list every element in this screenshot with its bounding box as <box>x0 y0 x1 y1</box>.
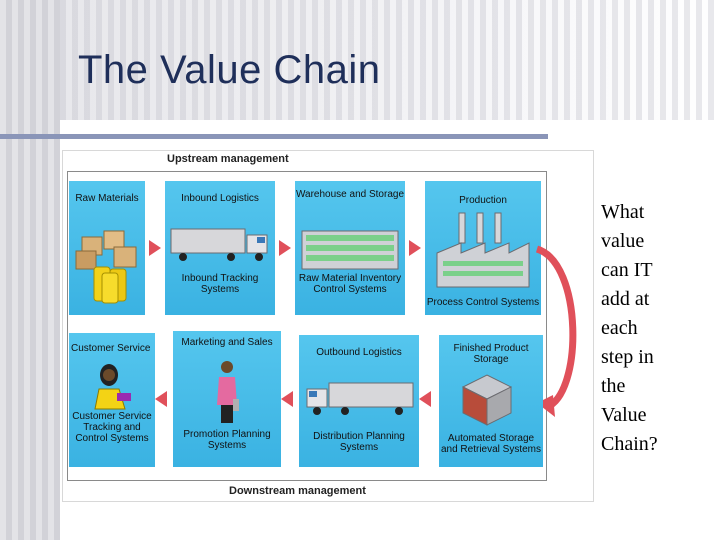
flow-arrow <box>281 391 293 407</box>
saleswoman-icon <box>217 361 239 423</box>
panel-label: Inbound Logistics <box>181 193 259 204</box>
panel-raw-materials: Raw Materials <box>69 181 145 315</box>
question-line: step in <box>601 346 654 368</box>
slide-title: The Value Chain <box>78 48 381 92</box>
panel-outbound-logistics: Outbound Logistics Distribution Planning… <box>299 335 419 467</box>
downstream-management-label: Downstream management <box>225 485 370 497</box>
panel-label: Production <box>459 195 507 206</box>
background-stripes <box>0 0 60 540</box>
truck-icon <box>170 228 268 261</box>
panel-label: Finished Product Storage <box>453 343 529 365</box>
question-line: Value <box>601 404 647 426</box>
panel-finished-product-storage: Finished Product Storage Automated Stora… <box>439 335 543 467</box>
panel-warehouse-and-storage: Warehouse and Storage Raw Material Inven… <box>295 181 405 315</box>
boxes-and-barrels-icon <box>75 230 137 304</box>
panel-production: Production <box>425 181 541 315</box>
flow-arrow <box>409 240 421 256</box>
question-line: each <box>601 317 638 339</box>
background-top-band <box>0 0 720 120</box>
panel-inbound-logistics: Inbound Logistics Inbound Tracking Syste… <box>165 181 275 315</box>
panel-sublabel: Promotion Planning Systems <box>183 429 271 451</box>
panel-label: Customer Service <box>71 343 151 354</box>
question-line: Chain? <box>601 433 658 455</box>
panel-sublabel: Inbound Tracking Systems <box>181 273 259 295</box>
panel-label: Marketing and Sales <box>181 337 273 348</box>
truck-icon <box>306 382 414 415</box>
panel-customer-service: Customer Service Customer Service Tracki… <box>69 333 155 467</box>
panel-label: Raw Materials <box>75 193 139 204</box>
question-line: the <box>601 375 626 397</box>
customer-service-agent-icon <box>94 364 131 410</box>
figure-frame <box>67 171 547 481</box>
question-line: What <box>601 201 645 223</box>
flow-arrow <box>149 240 161 256</box>
flow-arrow <box>279 240 291 256</box>
flow-arrow <box>419 391 431 407</box>
side-question: What value can IT add at each step in th… <box>601 198 711 459</box>
panel-sublabel: Raw Material Inventory Control Systems <box>298 273 402 295</box>
panel-sublabel: Distribution Planning Systems <box>313 431 405 453</box>
question-line: value <box>601 230 645 252</box>
flow-arrow <box>155 391 167 407</box>
panel-sublabel: Automated Storage and Retrieval Systems <box>440 433 542 455</box>
storage-unit-icon <box>461 374 513 426</box>
warehouse-icon <box>301 230 399 270</box>
title-underline <box>0 134 548 139</box>
question-line: add at <box>601 288 650 310</box>
panel-sublabel: Customer Service Tracking and Control Sy… <box>72 411 152 444</box>
panel-sublabel-production: Process Control Systems <box>426 297 540 308</box>
question-line: can IT <box>601 259 653 281</box>
factory-icon <box>436 212 530 288</box>
value-chain-figure: Upstream management Downstream managemen… <box>62 150 594 502</box>
panel-label: Outbound Logistics <box>316 347 402 358</box>
return-flow-arrow <box>535 245 577 417</box>
panel-marketing-and-sales: Marketing and Sales Promotion Planning S… <box>173 331 281 467</box>
upstream-management-label: Upstream management <box>163 153 293 165</box>
panel-label: Warehouse and Storage <box>295 189 405 200</box>
